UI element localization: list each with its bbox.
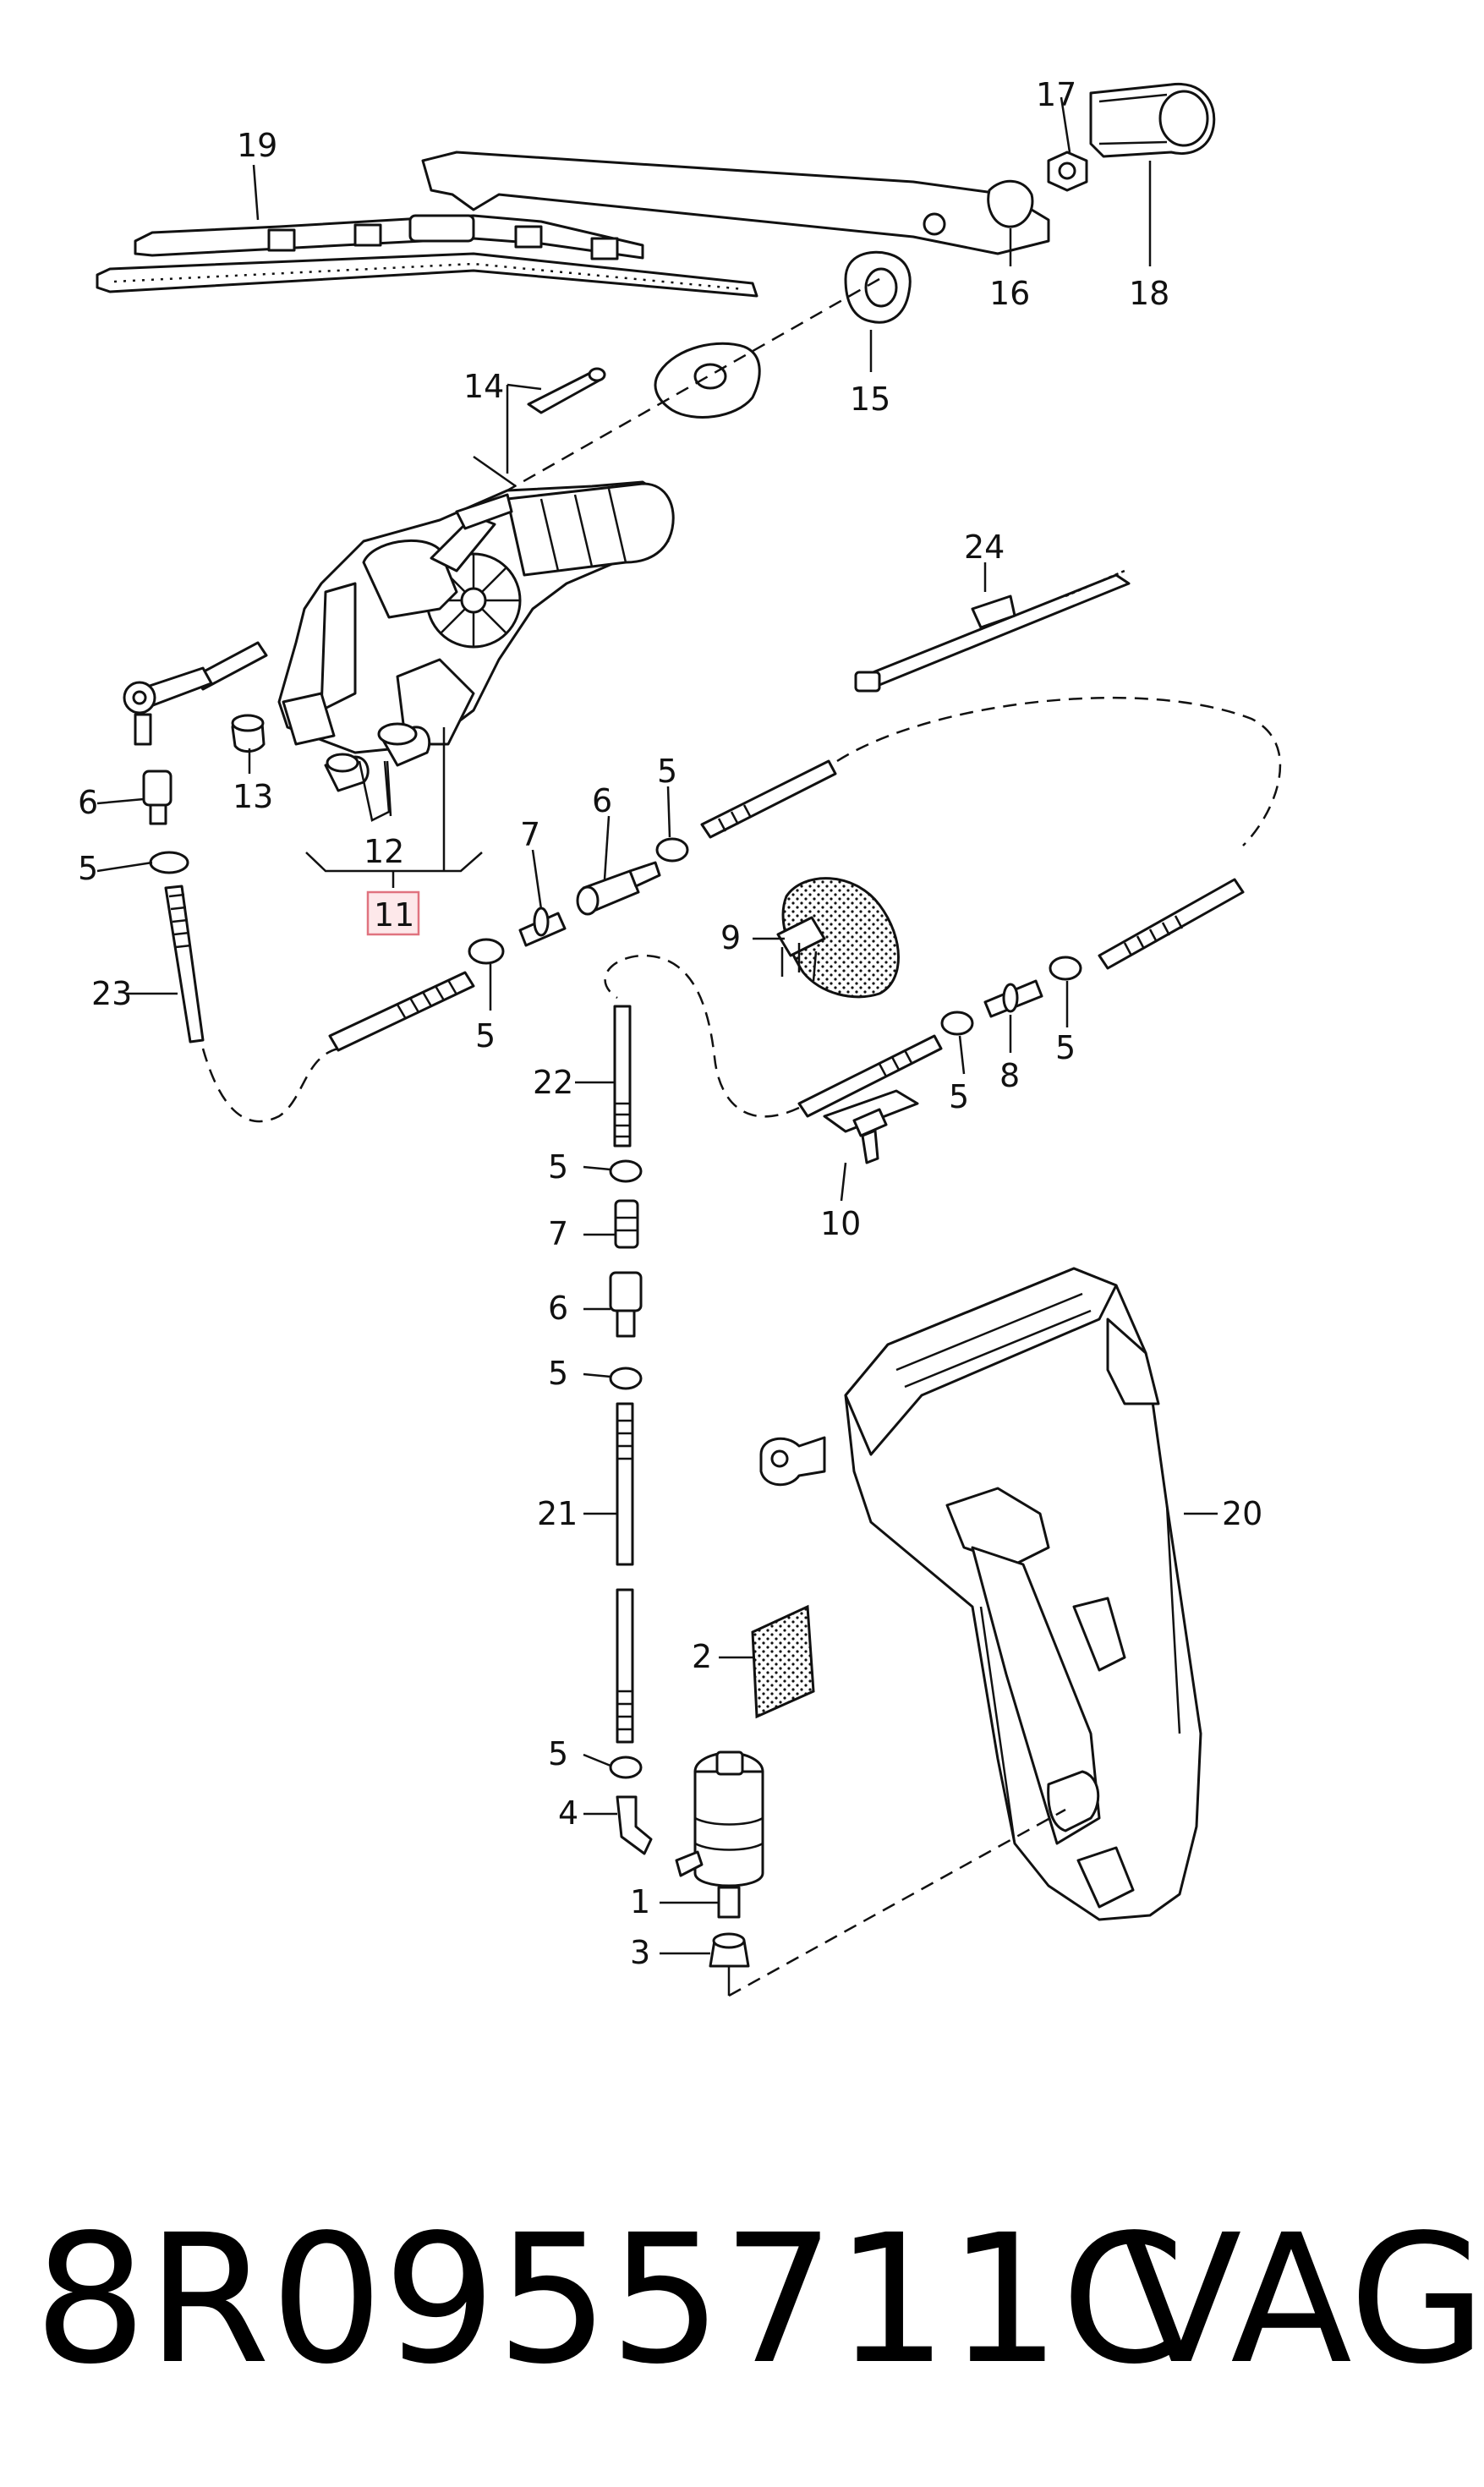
part-number-footer: 8R0955711C VAG [34,2190,1484,2410]
hose-route-main [201,1047,339,1123]
callout-11: 11 [374,896,414,934]
axis-line [473,277,880,492]
callout-1: 1 [630,1883,650,1920]
callout-22: 22 [533,1064,573,1101]
callout-5d: 5 [949,1078,969,1115]
clamp-5-v1 [609,1159,643,1183]
callout-17: 17 [1036,76,1076,113]
arm-cap [1089,82,1216,158]
callout-10: 10 [820,1205,861,1242]
connector-left [142,770,172,825]
hose-22 [613,1005,632,1148]
bracket-11 [305,727,483,936]
callout-2: 2 [692,1638,712,1675]
bushing-large [377,722,431,767]
callout-24: 24 [964,529,1005,566]
callout-5e: 5 [1055,1029,1076,1066]
callout-12: 12 [364,833,404,870]
hose-route-pump [727,1808,1066,1997]
callout-5a: 5 [78,850,98,887]
wiper-arm [421,151,1050,255]
callout-14: 14 [463,368,504,405]
wiper-blade [96,214,758,298]
connector-7-v [614,1199,639,1249]
callout-5g: 5 [548,1355,568,1392]
seal-washer [654,342,761,419]
hose-clip [823,1089,919,1164]
callout-23: 23 [91,975,132,1012]
hose-23 [164,885,205,1044]
callout-5c: 5 [657,753,677,790]
callout-4: 4 [558,1794,578,1832]
clamp-left [149,851,189,874]
connector-6-v [609,1271,643,1338]
callout-16: 16 [989,275,1030,312]
clamp-5-mid [468,938,505,965]
callout-13: 13 [233,778,273,815]
hose-piece-b [700,759,837,839]
clamp-5-right [1049,956,1082,981]
hose-piece-d [797,1034,943,1118]
callout-7b: 7 [548,1215,568,1252]
clamp-5-v2 [609,1367,643,1390]
filter-2 [751,1604,815,1719]
pin [527,367,606,414]
callout-6c: 6 [548,1290,568,1327]
callout-9: 9 [720,919,741,956]
clamp-5-upper [655,837,689,863]
brand-name: VAG [1120,2196,1484,2403]
callout-18: 18 [1129,275,1169,312]
wiper-motor [123,480,675,754]
bushing-13 [231,714,266,753]
hose-21-lower [616,1588,634,1744]
hose-route-lower [604,954,800,1118]
hose-route-upper [836,696,1282,846]
cable-tie [854,569,1131,693]
connector-6-mid [576,861,661,916]
callout-6a: 6 [78,784,98,821]
clamp-5-right2 [940,1011,974,1036]
washer-nozzle [776,877,900,999]
leader-lines [96,96,1218,1955]
hose-piece-c [1098,878,1245,970]
callout-3: 3 [630,1934,650,1971]
connector-8 [983,979,1043,1018]
clamp-5-v3 [609,1756,643,1779]
callout-5h: 5 [548,1735,568,1772]
hose-piece-a [328,971,475,1052]
hose-21 [616,1402,634,1566]
grommet [844,250,912,324]
callout-15: 15 [850,381,890,418]
elbow-4 [616,1795,653,1855]
hex-nut [1047,151,1088,192]
callout-8: 8 [999,1057,1020,1094]
callout-5b: 5 [475,1017,496,1055]
callout-19: 19 [237,127,277,164]
callout-7a: 7 [520,816,540,853]
connector-7-mid [518,907,567,947]
pump-grommet [709,1932,750,1968]
washer-reservoir [759,1267,1202,1921]
callout-6b: 6 [592,782,612,819]
callout-20: 20 [1222,1495,1262,1532]
callout-21: 21 [537,1495,578,1532]
washer-pump [675,1750,764,1919]
part-number: 8R0955711C [34,2196,1186,2403]
callout-labels: 19 17 18 16 15 14 24 13 12 11 6 5 23 5 7… [78,76,1262,1971]
callout-5f: 5 [548,1148,568,1186]
bushing-small [324,753,370,792]
